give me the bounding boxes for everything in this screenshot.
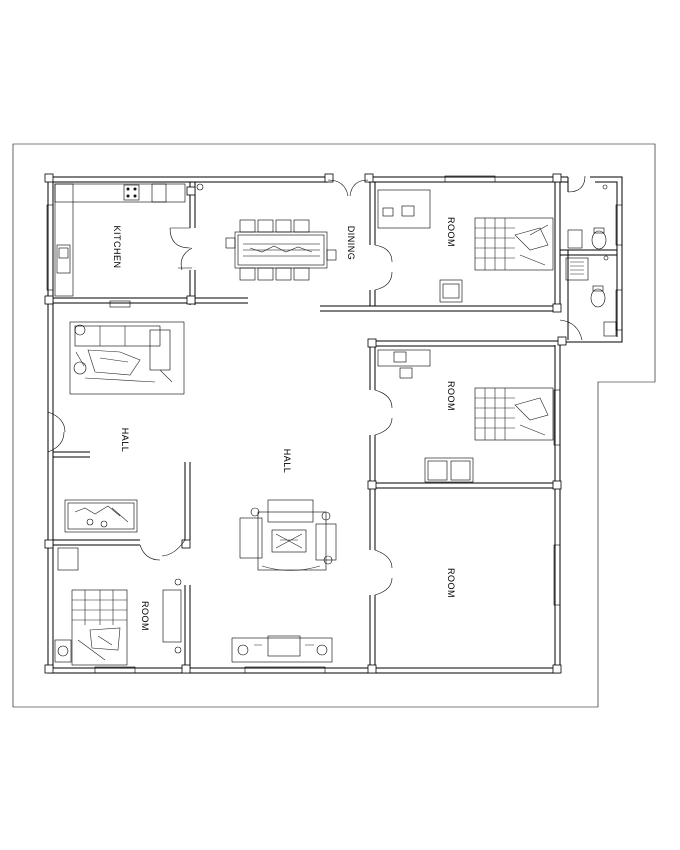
site-boundary: [12, 143, 656, 708]
hall-left-label: HALL: [120, 428, 130, 453]
bathroom-fixtures: [565, 184, 617, 337]
room-top-right-label: ROOM: [446, 217, 456, 247]
left-hall-sofa-set: [69, 321, 185, 395]
outer-walls: [47, 176, 623, 674]
inner-walls: [53, 182, 617, 668]
room2-furniture: [377, 349, 554, 483]
tv-unit: [231, 635, 333, 663]
doors: [47, 175, 586, 596]
hall-center-label: HALL: [282, 449, 292, 474]
room-middle-right-label: ROOM: [446, 381, 456, 411]
dining-label: DINING: [346, 226, 356, 261]
kitchen-fixtures: [54, 183, 186, 297]
wall-pillars: [44, 173, 567, 674]
room-bottom-right-label: ROOM: [446, 568, 456, 598]
center-hall-sofa-set: [239, 499, 337, 571]
windows: [46, 175, 623, 674]
room1-furniture: [377, 189, 554, 303]
room-bottom-left-label: ROOM: [140, 601, 150, 631]
room4-furniture: [54, 499, 182, 666]
kitchen-label: KITCHEN: [112, 225, 122, 268]
dining-table: [196, 183, 337, 281]
